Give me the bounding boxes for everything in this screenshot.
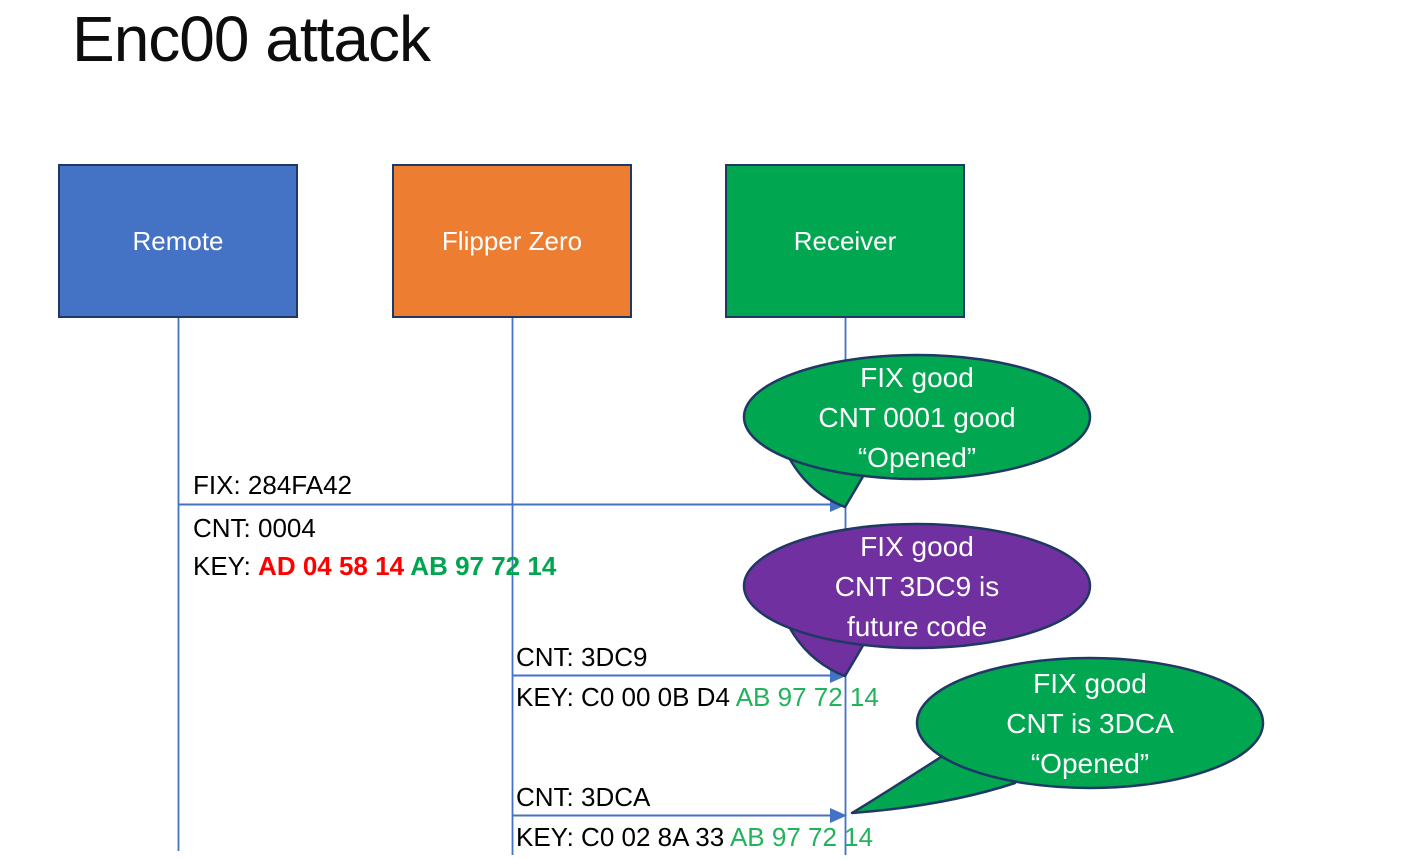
msg2-key-green-bytes: AB 97 72 14 <box>735 682 879 712</box>
msg2-key-label: KEY: C0 00 0B D4 AB 97 72 14 <box>516 681 879 713</box>
actor-label-receiver: Receiver <box>793 225 897 256</box>
callout-1-line-1: FIX good <box>860 362 974 393</box>
msg1-key-green-bytes: AB 97 72 14 <box>410 551 557 581</box>
callout-3-line-2: CNT is 3DCA <box>1006 708 1174 739</box>
actor-label-flipper-zero: Flipper Zero <box>441 225 583 256</box>
callout-2-line-1: FIX good <box>860 531 974 562</box>
msg1-key-red-bytes: AD 04 58 14 <box>258 551 411 581</box>
msg1-key-prefix: KEY: <box>193 551 259 581</box>
arrow-msg3-head <box>830 808 847 823</box>
msg1-fix-label: FIX: 284FA42 <box>193 470 352 500</box>
actor-box-receiver: Receiver <box>725 164 965 318</box>
msg3-cnt-label: CNT: 3DCA <box>516 782 651 812</box>
callout-3-text: FIX good CNT is 3DCA “Opened” <box>917 664 1263 784</box>
callout-2-bubble <box>742 522 1092 650</box>
msg2-key-prefix: KEY: C0 00 0B D4 <box>516 682 736 712</box>
msg3-key-label: KEY: C0 02 8A 33 AB 97 72 14 <box>516 821 873 853</box>
callout-2-text: FIX good CNT 3DC9 is future code <box>744 527 1090 647</box>
page-title: Enc00 attack <box>72 3 431 75</box>
callout-2-line-2: CNT 3DC9 is <box>834 571 1000 602</box>
callout-2-line-3: future code <box>846 611 988 642</box>
callout-1-line-3: “Opened” <box>857 442 977 473</box>
actor-label-remote: Remote <box>132 225 224 256</box>
msg3-key-green-bytes: AB 97 72 14 <box>729 822 874 852</box>
callout-1-bubble <box>742 353 1092 481</box>
msg1-cnt-label: CNT: 0004 <box>193 513 316 543</box>
callout-3-line-1: FIX good <box>1033 668 1147 699</box>
callout-1-text: FIX good CNT 0001 good “Opened” <box>744 358 1090 478</box>
callout-3-bubble <box>915 656 1265 790</box>
callout-3-line-3: “Opened” <box>1030 748 1150 779</box>
actor-box-flipper-zero: Flipper Zero <box>392 164 632 318</box>
msg3-key-prefix: KEY: C0 02 8A 33 <box>516 822 730 852</box>
actor-box-remote: Remote <box>58 164 298 318</box>
msg2-cnt-label: CNT: 3DC9 <box>516 642 648 672</box>
msg1-key-label: KEY: AD 04 58 14 AB 97 72 14 <box>193 550 556 582</box>
callout-1-line-2: CNT 0001 good <box>818 402 1016 433</box>
